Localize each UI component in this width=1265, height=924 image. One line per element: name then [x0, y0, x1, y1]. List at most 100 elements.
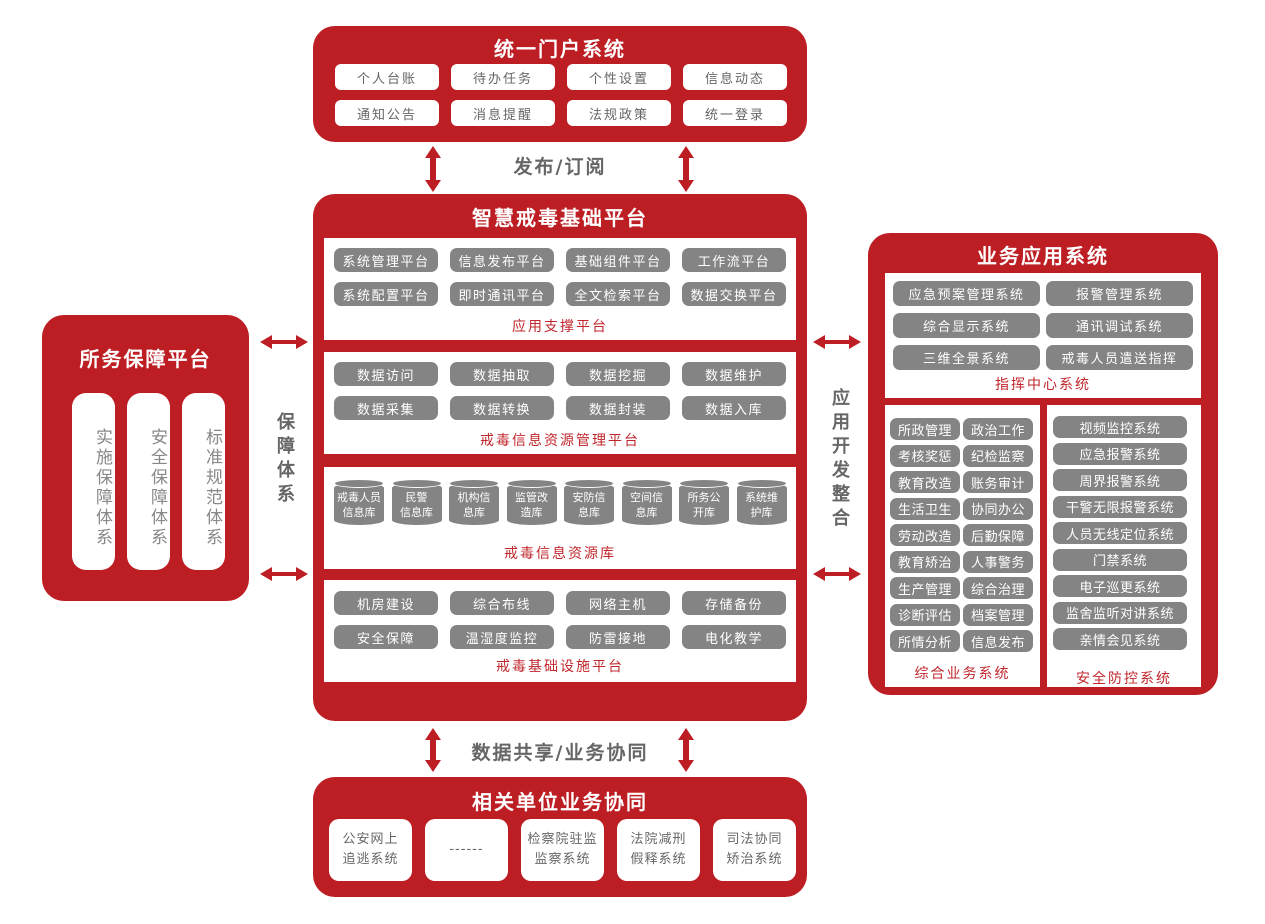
command-center-item[interactable]: 戒毒人员遣送指挥 [1046, 345, 1193, 370]
resource-mgmt-item[interactable]: 数据抽取 [450, 362, 554, 386]
command-center-item[interactable]: 通讯调试系统 [1046, 313, 1193, 338]
infrastructure-item[interactable]: 网络主机 [566, 591, 670, 615]
integrated-business-item[interactable]: 教育改造 [890, 471, 960, 493]
support-pillar[interactable]: 实施保障体系 [72, 393, 115, 570]
infrastructure-caption: 戒毒基础设施平台 [496, 659, 624, 675]
database-label: 安防信 息库 [572, 491, 606, 519]
integrated-business-item[interactable]: 账务审计 [963, 471, 1033, 493]
app-support-item[interactable]: 基础组件平台 [566, 248, 670, 272]
portal-item[interactable]: 信息动态 [683, 64, 787, 90]
integrated-business-item[interactable]: 教育矫治 [890, 550, 960, 573]
integrated-business-panel: 所政管理政治工作考核奖惩纪检监察教育改造账务审计生活卫生协同办公劳动改造后勤保障… [885, 405, 1040, 687]
integrated-business-item[interactable]: 档案管理 [963, 603, 1033, 626]
database-label: 所务公 开库 [687, 491, 721, 519]
integrated-business-item[interactable]: 生产管理 [890, 577, 960, 599]
integrated-business-item[interactable]: 生活卫生 [890, 497, 960, 520]
portal-item[interactable]: 通知公告 [335, 100, 439, 126]
infrastructure-item[interactable]: 防雷接地 [566, 625, 670, 649]
security-control-item[interactable]: 电子巡更系统 [1053, 575, 1187, 597]
database-body [506, 483, 557, 525]
infrastructure-item[interactable]: 温湿度监控 [450, 625, 554, 649]
infrastructure-item[interactable]: 综合布线 [450, 591, 554, 615]
publish-subscribe-label: 发布/订阅 [513, 156, 607, 178]
integrated-business-item[interactable]: 考核奖惩 [890, 444, 960, 467]
app-support-item[interactable]: 系统管理平台 [334, 248, 438, 272]
app-support-item[interactable]: 工作流平台 [682, 248, 786, 272]
database-icon[interactable]: 空间信 息库 [621, 479, 672, 529]
database-icon[interactable]: 所务公 开库 [679, 479, 729, 529]
integrated-business-item[interactable]: 劳动改造 [890, 524, 960, 546]
support-pillar[interactable]: 标准规范体系 [182, 393, 225, 570]
infrastructure-item[interactable]: 存储备份 [682, 591, 786, 615]
security-control-item[interactable]: 人员无线定位系统 [1053, 522, 1187, 544]
database-top [679, 479, 729, 488]
app-support-item[interactable]: 即时通讯平台 [450, 282, 554, 306]
resource-mgmt-item[interactable]: 数据入库 [682, 396, 786, 420]
integrated-business-item[interactable]: 协同办公 [963, 497, 1033, 520]
resource-mgmt-item[interactable]: 数据挖掘 [566, 362, 670, 386]
database-top [334, 479, 384, 488]
collaboration-item[interactable]: 法院减刑 假释系统 [617, 819, 700, 881]
command-center-item[interactable]: 应急预案管理系统 [893, 281, 1040, 306]
infrastructure-item[interactable]: 电化教学 [682, 625, 786, 649]
collaboration-item[interactable]: ------ [425, 819, 508, 881]
collaboration-item[interactable]: 公安网上 追逃系统 [329, 819, 412, 881]
database-icon[interactable]: 系统维 护库 [736, 479, 787, 529]
portal-item[interactable]: 待办任务 [451, 64, 555, 90]
integrated-business-item[interactable]: 信息发布 [963, 630, 1033, 652]
portal-item[interactable]: 消息提醒 [451, 100, 555, 126]
bidirectional-arrow-icon [813, 335, 861, 349]
database-icon[interactable]: 戒毒人员 信息库 [334, 479, 384, 529]
database-body [564, 483, 614, 525]
app-support-item[interactable]: 数据交换平台 [682, 282, 786, 306]
security-control-item[interactable]: 监舍监听对讲系统 [1053, 601, 1187, 624]
support-pillar[interactable]: 安全保障体系 [127, 393, 170, 570]
portal-item[interactable]: 法规政策 [567, 100, 671, 126]
command-center-item[interactable]: 报警管理系统 [1046, 281, 1193, 306]
app-support-item[interactable]: 系统配置平台 [334, 282, 438, 306]
security-control-item[interactable]: 门禁系统 [1053, 548, 1187, 571]
command-center-item[interactable]: 三维全景系统 [893, 345, 1040, 370]
bidirectional-arrow-icon [425, 728, 441, 772]
resource-mgmt-item[interactable]: 数据访问 [334, 362, 438, 386]
infrastructure-panel: 机房建设综合布线网络主机存储备份安全保障温湿度监控防雷接地电化教学 戒毒基础设施… [324, 580, 796, 682]
database-icon[interactable]: 监管改 造库 [506, 479, 557, 529]
resource-mgmt-item[interactable]: 数据转换 [450, 396, 554, 420]
bidirectional-arrow-icon [813, 567, 861, 581]
integrated-business-item[interactable]: 后勤保障 [963, 524, 1033, 546]
integrated-business-item[interactable]: 综合治理 [963, 577, 1033, 599]
resource-mgmt-item[interactable]: 数据维护 [682, 362, 786, 386]
database-icon[interactable]: 机构信 息库 [449, 479, 499, 529]
infrastructure-item[interactable]: 机房建设 [334, 591, 438, 615]
integrated-business-item[interactable]: 所政管理 [890, 418, 960, 440]
integrated-business-item[interactable]: 纪检监察 [963, 444, 1033, 467]
integrated-business-item[interactable]: 诊断评估 [890, 603, 960, 626]
collaboration-item[interactable]: 司法协同 矫治系统 [713, 819, 796, 881]
database-icon[interactable]: 民警 信息库 [391, 479, 442, 529]
database-icon[interactable]: 安防信 息库 [564, 479, 614, 529]
security-control-item[interactable]: 周界报警系统 [1053, 469, 1187, 491]
security-control-item[interactable]: 视频监控系统 [1053, 416, 1187, 438]
resource-mgmt-item[interactable]: 数据采集 [334, 396, 438, 420]
portal-item[interactable]: 统一登录 [683, 100, 787, 126]
resource-mgmt-item[interactable]: 数据封装 [566, 396, 670, 420]
collaboration-system: 相关单位业务协同 公安网上 追逃系统------检察院驻监 监察系统法院减刑 假… [313, 777, 807, 897]
security-control-item[interactable]: 亲情会见系统 [1053, 628, 1187, 650]
integrated-business-item[interactable]: 人事警务 [963, 550, 1033, 573]
portal-item[interactable]: 个性设置 [567, 64, 671, 90]
integrated-business-item[interactable]: 所情分析 [890, 630, 960, 652]
infrastructure-item[interactable]: 安全保障 [334, 625, 438, 649]
bidirectional-arrow-icon [425, 146, 441, 192]
collaboration-title: 相关单位业务协同 [472, 790, 648, 814]
command-center-item[interactable]: 综合显示系统 [893, 313, 1040, 338]
database-label: 民警 信息库 [400, 491, 433, 519]
portal-item[interactable]: 个人台账 [335, 64, 439, 90]
app-support-item[interactable]: 信息发布平台 [450, 248, 554, 272]
database-top [391, 479, 442, 488]
collaboration-item[interactable]: 检察院驻监 监察系统 [521, 819, 604, 881]
integrated-business-item[interactable]: 政治工作 [963, 418, 1033, 440]
security-control-item[interactable]: 应急报警系统 [1053, 442, 1187, 465]
portal-system: 统一门户系统 个人台账待办任务个性设置信息动态通知公告消息提醒法规政策统一登录 [313, 26, 807, 142]
app-support-item[interactable]: 全文检索平台 [566, 282, 670, 306]
security-control-item[interactable]: 干警无限报警系统 [1053, 495, 1187, 518]
